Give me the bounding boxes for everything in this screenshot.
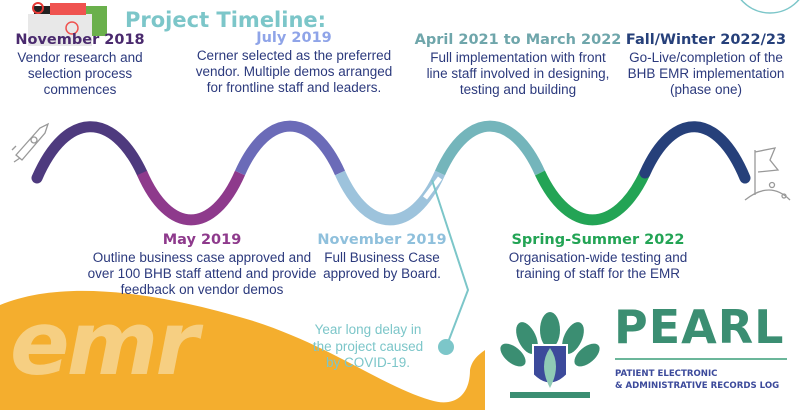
note-line: Year long delay in (314, 322, 422, 337)
subtitle-line: & ADMINISTRATIVE RECORDS LOG (615, 381, 780, 391)
milestone-apr-2021: April 2021 to March 2022 Full implementa… (415, 32, 622, 98)
milestone-date: November 2018 (15, 32, 145, 48)
flag-icon (744, 147, 791, 201)
pearl-logo-subtitle: PATIENT ELECTRONIC & ADMINISTRATIVE RECOR… (615, 368, 779, 392)
covid-pointer-dot (438, 339, 454, 355)
description-line: training of staff for the EMR (515, 266, 681, 281)
orange-wave-shape (0, 290, 485, 410)
description-line: Outline business case approved and (92, 250, 312, 265)
emr-watermark: emr (10, 292, 199, 395)
milestone-spring-2022: Spring-Summer 2022 Organisation-wide tes… (509, 232, 688, 282)
logo-divider (615, 358, 787, 360)
description-line: Cerner selected as the preferred (196, 48, 392, 63)
wave-segment-1 (31, 121, 148, 184)
description-line: Go-Live/completion of the (629, 50, 783, 65)
description-line: feedback on vendor demos (120, 282, 284, 297)
description-line: approved by Board. (323, 266, 441, 281)
milestone-date: April 2021 to March 2022 (414, 32, 622, 48)
note-line: by COVID-19. (325, 355, 411, 370)
milestone-date: July 2019 (256, 30, 332, 46)
wave-segment-2 (136, 170, 246, 226)
description-line: Organisation-wide testing and (508, 250, 688, 265)
description-line: Vendor research and (17, 50, 143, 65)
pearl-logo-text: PEARL (614, 300, 785, 354)
subtitle-line: PATIENT ELECTRONIC (615, 369, 718, 379)
wave-segment-3 (234, 120, 346, 176)
description-line: BHB EMR implementation (627, 66, 785, 81)
covid-pointer-line (431, 179, 470, 346)
wave-break (423, 176, 442, 200)
description-line: selection process (27, 66, 133, 81)
description-line: testing and building (459, 82, 577, 97)
description-line: Full Business Case (324, 250, 440, 265)
page-title: Project Timeline: (125, 8, 327, 32)
milestone-may-2019: May 2019 Outline business case approved … (88, 232, 317, 298)
wave-segment-7 (639, 121, 751, 184)
timeline-wave (31, 120, 751, 226)
milestone-date: Fall/Winter 2022/23 (625, 32, 787, 48)
milestone-date: November 2019 (317, 232, 447, 248)
milestone-date: Spring-Summer 2022 (511, 232, 685, 248)
description-line: over 100 BHB staff attend and provide (87, 266, 317, 281)
description-line: (phase one) (669, 82, 743, 97)
milestone-fall-2022: Fall/Winter 2022/23 Go-Live/completion o… (626, 32, 786, 98)
description-line: commences (43, 82, 117, 97)
milestone-date: May 2019 (162, 232, 242, 248)
milestone-jul-2019: July 2019 Cerner selected as the preferr… (196, 30, 393, 96)
description-line: Full implementation with front (430, 50, 606, 65)
rocket-icon (11, 122, 50, 163)
description-line: line staff involved in designing, (426, 66, 610, 81)
description-line: for frontline staff and leaders. (206, 80, 382, 95)
note-line: the project caused (312, 338, 424, 354)
calendar-icon (28, 2, 107, 46)
wave-segment-5 (434, 120, 546, 176)
wave-segment-6 (535, 170, 650, 226)
pearl-logo-mark (500, 312, 600, 398)
description-line: vendor. Multiple demos arranged (195, 64, 393, 79)
corner-circle (740, 0, 800, 14)
